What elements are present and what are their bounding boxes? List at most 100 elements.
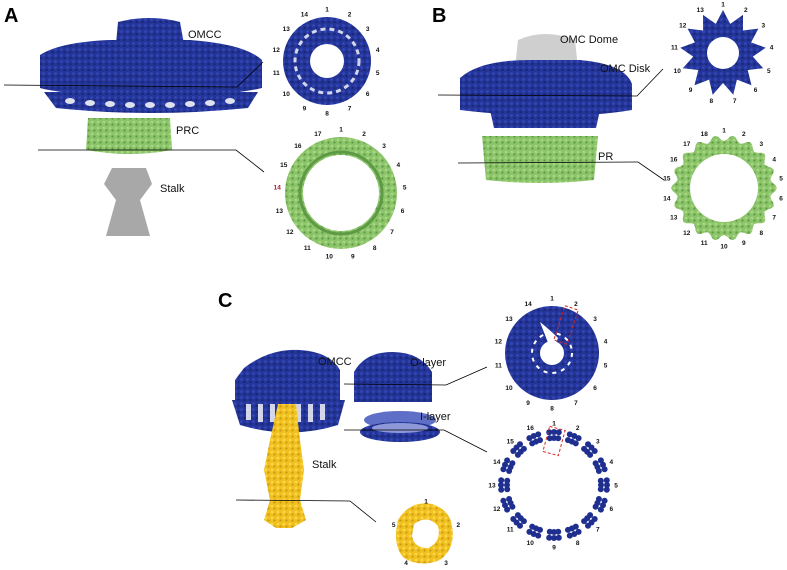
panel-a-omcc-label: OMCC [188, 29, 222, 41]
panel-a-section-line-top [3, 61, 264, 88]
panel-a-bottom-ring-number: 13 [276, 208, 284, 215]
panel-a-top-ring-number: 13 [283, 26, 291, 33]
panel-c-bottom-ring-subunit [498, 477, 505, 484]
panel-c-bottom-ring-subunit [604, 482, 610, 488]
panel-c-stalk-ring-number: 2 [456, 522, 460, 529]
panel-a-prc-label: PRC [176, 125, 199, 137]
panel-b-top-ring-number: 7 [733, 98, 737, 105]
panel-a-prc-side [86, 118, 172, 154]
panel-c-bottom-ring-number: 5 [614, 483, 618, 490]
panel-a-stalk-side [104, 168, 152, 236]
panel-b-bottom-ring-number: 1 [722, 128, 726, 135]
panel-a-bottom-ring-number: 17 [314, 131, 322, 138]
panel-c-bottom-ring-subunit [601, 497, 608, 504]
panel-c-top-ring-number: 5 [604, 363, 608, 370]
panel-c-ilayer-label: I-layer [420, 411, 451, 423]
panel-c-bottom-ring-number: 15 [507, 439, 515, 446]
panel-c-bottom-ring-number: 12 [493, 506, 501, 513]
panel-c-bottom-ring-subunit [498, 482, 504, 488]
panel-c-bottom-ring-number: 2 [576, 425, 580, 432]
panel-a-bottom-ring-number: 6 [401, 208, 405, 215]
panel-c-bottom-ring-subunit [530, 433, 537, 439]
panel-c-bottom-ring-subunit [555, 429, 562, 436]
panel-a-top-ring-number: 14 [301, 12, 309, 19]
panel-a-bottom-ring-number: 11 [304, 245, 311, 252]
panel-c-bottom-ring-subunit [506, 496, 513, 502]
panel-c-bottom-ring-subunit [502, 502, 508, 509]
panel-a-bottom-ring-number: 12 [286, 229, 294, 236]
panel-a-top-ring-number: 1 [325, 7, 329, 14]
panel-c-bottom-ring-subunit [603, 477, 610, 484]
panel-c-bottom-ring-subunit [601, 466, 608, 473]
panel-a: A OMCC PRC Stalk [3, 5, 407, 260]
panel-c-top-ring-number: 11 [495, 363, 502, 370]
panel-c-bottom-ring-subunit [520, 445, 527, 452]
panel-b-disk [460, 60, 632, 116]
panel-c-stalk-ring-number: 3 [444, 560, 448, 567]
panel-c-bottom-ring-subunit [595, 468, 602, 474]
panel-b-bottom-ring-number: 10 [720, 244, 728, 251]
panel-c-bottom-ring-subunit [555, 435, 562, 442]
panel-c-bottom-ring-subunit [587, 451, 594, 458]
panel-c-bottom-ring-subunit [551, 535, 557, 541]
panel-c-bottom-ring-number: 7 [596, 526, 600, 533]
panel-c-bottom-ring-subunit [591, 448, 598, 454]
panel-b-pr-ring [671, 135, 777, 241]
panel-c-bottom-ring-subunit [546, 534, 553, 541]
panel-c-stalk-side [264, 404, 306, 528]
panel-a-bottom-ring-number: 2 [362, 131, 366, 138]
panel-b-top-ring-number: 13 [697, 7, 705, 14]
panel-c-top-ring-number: 2 [574, 301, 578, 308]
panel-a-bottom-ring-number: 5 [403, 185, 407, 192]
panel-c-bottom-ring-number: 6 [609, 506, 613, 513]
panel-b-bottom-ring-number: 15 [663, 175, 671, 182]
panel-c-top-ring-number: 9 [526, 400, 530, 407]
panel-c-bottom-ring-number: 8 [576, 540, 580, 547]
panel-b-bottom-ring-number: 13 [670, 215, 678, 222]
panel-b-bottom-ring-number: 7 [772, 215, 776, 222]
panel-c-bottom-ring-number: 16 [527, 425, 535, 432]
panel-c-top-ring-number: 7 [574, 400, 578, 407]
panel-c-stalk-ring-number: 4 [404, 560, 408, 567]
panel-c-bottom-ring-subunit [535, 431, 542, 438]
panel-b-bottom-ring-number: 8 [759, 230, 763, 237]
panel-a-top-ring-number: 4 [376, 47, 380, 54]
panel-c-bottom-ring-subunit [537, 437, 543, 444]
panel-c-letter: C [218, 290, 232, 312]
panel-b-section-line-bottom [457, 161, 665, 181]
panel-c-section-line-bottom [235, 499, 377, 523]
panel-c-bottom-ring-number: 11 [507, 526, 514, 533]
panel-c-top-ring-number: 13 [505, 316, 513, 323]
panel-b-top-ring-number: 8 [709, 98, 713, 105]
panel-a-top-ring-number: 8 [325, 111, 329, 118]
panel-c-ilayer [360, 411, 440, 442]
panel-c-bottom-ring-subunit [514, 512, 521, 519]
panel-c-bottom-ring-subunit [566, 431, 573, 438]
panel-c-bottom-ring-subunit [500, 497, 507, 504]
panel-a-top-ring-number: 9 [303, 105, 307, 112]
panel-b-bottom-ring-number: 6 [779, 196, 783, 203]
panel-b-top-ring-number: 2 [744, 7, 748, 14]
panel-a-omcc-ring [283, 17, 371, 105]
panel-c-bottom-ring-subunit [498, 486, 505, 493]
panel-c-bottom-ring-number: 3 [596, 439, 600, 446]
panel-c-olayer [354, 352, 432, 402]
panel-c-stalk-ring-number: 1 [424, 499, 428, 506]
panel-a-bottom-ring-number: 1 [339, 127, 343, 134]
panel-b-letter: B [432, 5, 446, 27]
panel-c-bottom-ring-subunit [603, 486, 610, 493]
panel-c-top-ring-number: 1 [550, 296, 554, 303]
panel-a-top-ring-number: 11 [273, 70, 280, 77]
panel-a-bottom-ring-number: 15 [280, 162, 288, 169]
panel-a-top-ring-number: 5 [376, 70, 380, 77]
panel-c-bottom-ring-subunit [535, 532, 542, 539]
panel-c-top-ring-highlight [553, 305, 579, 345]
panel-c-section-line-middle [344, 429, 488, 453]
panel-c-bottom-ring-subunit [600, 461, 606, 468]
panel-b-bottom-ring-number: 16 [670, 157, 678, 164]
panel-b-dome [515, 34, 578, 68]
panel-c-top-ring-number: 10 [505, 385, 513, 392]
panel-c-stalk-ring-number: 5 [392, 522, 396, 529]
panel-b-top-ring-number: 5 [767, 68, 771, 75]
panel-c-bottom-ring-subunit [526, 528, 533, 535]
